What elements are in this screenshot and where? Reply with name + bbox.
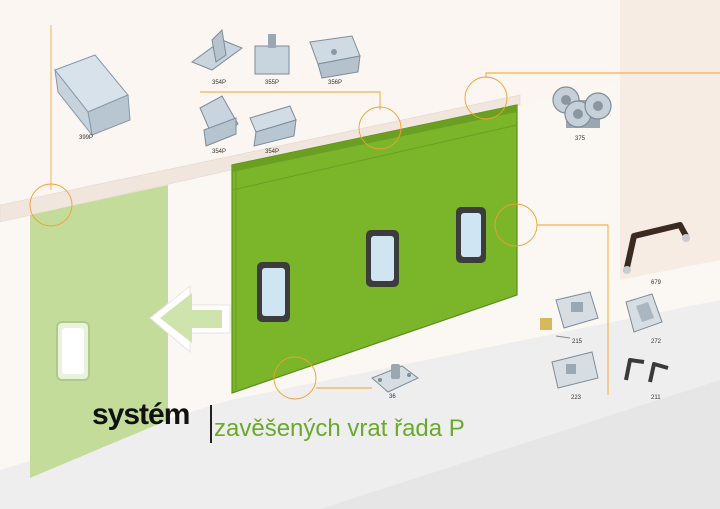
rail-profile-icon bbox=[54, 54, 131, 136]
bracket-355-icon bbox=[254, 34, 290, 75]
bracket-354c-icon bbox=[249, 105, 297, 147]
part-label-354p-top: 354P bbox=[212, 80, 227, 86]
part-label-399p: 399P bbox=[79, 135, 94, 141]
part-label-223: 223 bbox=[571, 395, 582, 401]
part-label-36: 36 bbox=[389, 394, 396, 400]
slide-arrow-icon bbox=[149, 284, 231, 354]
bracket-354-icon bbox=[190, 28, 244, 71]
lever-handle-211-icon bbox=[624, 358, 669, 383]
part-label-272: 272 bbox=[651, 339, 662, 345]
trolley-375-icon bbox=[552, 86, 612, 128]
lock-223-icon bbox=[551, 351, 599, 389]
part-label-354p-right: 354P bbox=[265, 149, 280, 155]
part-label-355p: 355P bbox=[265, 80, 280, 86]
lock-215-icon bbox=[540, 291, 599, 339]
ghost-door bbox=[30, 185, 168, 478]
part-label-354p-mid: 354P bbox=[212, 149, 227, 155]
sliding-door-panel bbox=[231, 104, 518, 394]
title-bold-word: systém bbox=[92, 398, 190, 431]
part-label-215: 215 bbox=[572, 339, 583, 345]
title-divider bbox=[210, 405, 212, 443]
handle-679-icon bbox=[623, 222, 690, 274]
title-subtitle: zavěšených vrat řada P bbox=[214, 415, 465, 442]
part-label-679: 679 bbox=[651, 280, 662, 286]
floor-guide-36-icon bbox=[371, 364, 419, 393]
part-label-375: 375 bbox=[575, 136, 586, 142]
part-label-211: 211 bbox=[651, 395, 661, 401]
part-label-356p: 356P bbox=[328, 80, 343, 86]
bracket-356-icon bbox=[309, 35, 361, 79]
recessed-handle-272-icon bbox=[625, 293, 663, 333]
bracket-354b-icon bbox=[199, 95, 239, 147]
